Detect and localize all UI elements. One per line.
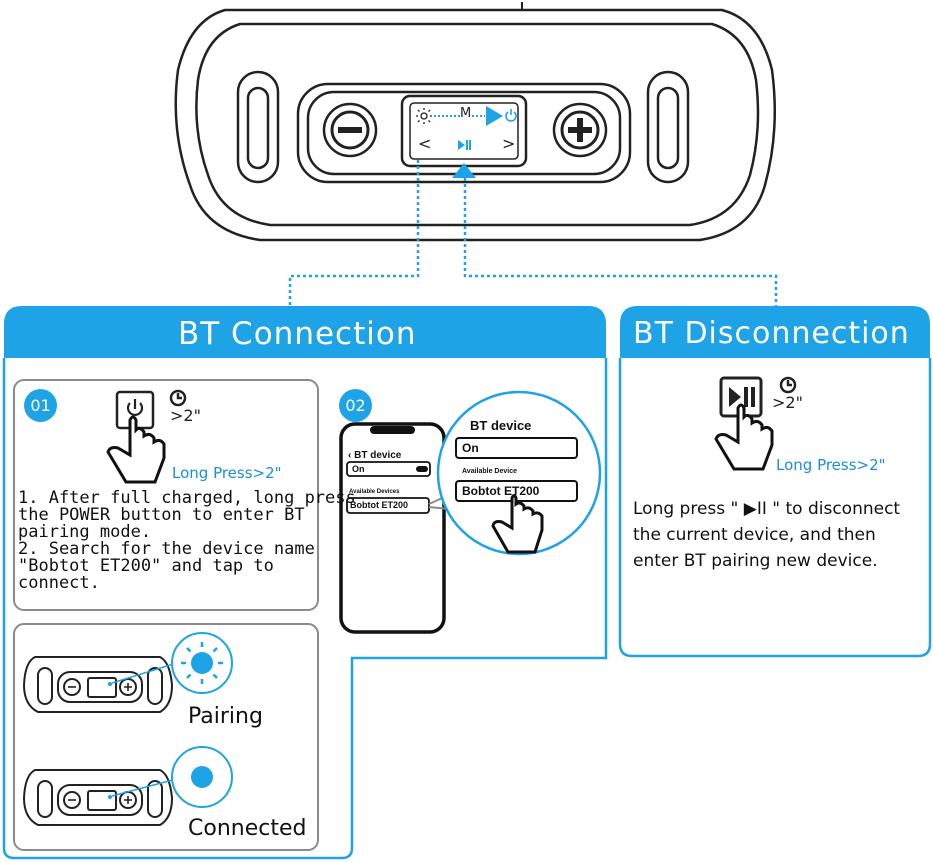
step1-box — [13, 379, 319, 611]
step1-line: "Bobtot ET200" and tap to — [18, 556, 274, 576]
arrow-up-icon — [452, 163, 476, 178]
zoom-callout — [428, 390, 602, 556]
pairing-label: Pairing — [188, 704, 263, 729]
disc-hold-time: >2" — [772, 393, 803, 412]
step2-badge: 02 — [339, 389, 372, 422]
phone-header: ‹ BT device — [348, 450, 402, 461]
arrow-right-icon — [486, 106, 503, 126]
zoom-device-name[interactable]: Bobtot ET200 — [462, 484, 540, 498]
connector-bt-disconnection — [463, 178, 778, 306]
speaker-connected-illustration — [22, 769, 174, 826]
phone-section-label: Available Devices — [349, 489, 400, 495]
sun-icon-pairing — [181, 642, 223, 684]
sun-icon — [416, 108, 432, 124]
phone-toggle-label: On — [352, 464, 365, 474]
disc-instructions: Long press " ▶II " to disconnect the cur… — [633, 496, 900, 574]
disc-long-press-label: Long Press>2" — [776, 456, 886, 474]
step1-instructions: 1. After full charged, long press the PO… — [18, 490, 356, 592]
plus-icon — [568, 118, 592, 142]
power-icon-small — [505, 109, 517, 122]
step1-line: connect. — [18, 573, 100, 593]
speaker-top-view — [174, 2, 777, 242]
disc-line: enter BT pairing new device. — [633, 551, 878, 571]
display-next-label: > — [502, 134, 516, 153]
phone-illustration — [339, 422, 446, 634]
speaker-pairing-illustration — [22, 656, 174, 713]
step1-line: 1. After full charged, long press — [18, 488, 356, 508]
timer-icon-2 — [779, 376, 797, 394]
minus-icon — [338, 127, 362, 133]
step1-long-press-label: Long Press>2" — [172, 464, 282, 482]
zoom-section-label: Available Device — [462, 468, 517, 475]
led-solid-icon — [191, 766, 213, 788]
bt-connection-panel — [2, 306, 608, 860]
disc-line: the current device, and then — [633, 525, 876, 545]
connector-bt-connection — [288, 160, 420, 306]
connected-label: Connected — [188, 816, 307, 841]
bt-connection-title: BT Connection — [178, 316, 417, 352]
step1-line: pairing mode. — [18, 522, 152, 542]
hand-press-icon-3 — [714, 403, 774, 471]
timer-icon — [169, 389, 187, 407]
display-mode-label: M — [460, 106, 472, 121]
step1-badge: 01 — [24, 389, 57, 422]
status-box — [13, 623, 319, 851]
play-pause-symbol — [729, 387, 755, 407]
phone-header-text: BT device — [354, 450, 402, 461]
bt-disconnection-panel — [618, 306, 932, 658]
hand-press-icon-1 — [106, 415, 166, 484]
zoom-toggle-label: On — [462, 441, 479, 455]
disc-line: Long press " ▶II " to disconnect — [633, 499, 901, 519]
power-symbol — [126, 399, 144, 416]
zoom-header: BT device — [470, 418, 532, 433]
bt-disconnection-title: BT Disconnection — [633, 316, 910, 351]
step1-hold-time: >2" — [170, 406, 201, 425]
step1-line: the POWER button to enter BT — [18, 505, 305, 525]
play-pause-icon-small — [458, 140, 471, 150]
phone-device-name[interactable]: Bobtot ET200 — [350, 500, 409, 510]
hand-press-icon-2 — [491, 494, 544, 554]
display-prev-label: < — [418, 134, 432, 153]
step1-line: 2. Search for the device name — [18, 539, 315, 559]
